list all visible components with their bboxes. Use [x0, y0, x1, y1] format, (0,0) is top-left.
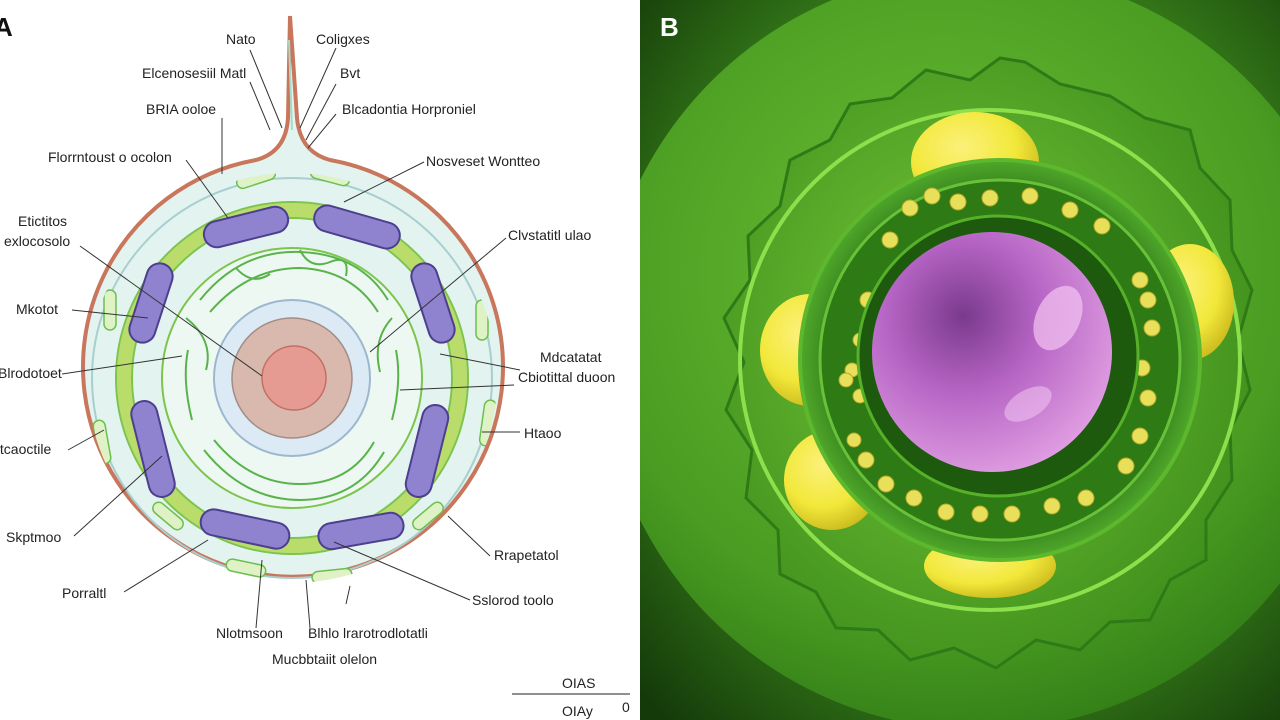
diagram-labels: Nato Coligxes Elcenosesiil Matl Bvt BRIA…: [0, 31, 615, 667]
scale-top-label: OIAS: [562, 675, 595, 691]
panel-letter-b: B: [660, 12, 679, 42]
label-blcadontia: Blcadontia Horproniel: [342, 101, 476, 117]
label-mucbbtaiit: Mucbbtaiit olelon: [272, 651, 377, 667]
label-blrodotoet: Blrodotoet: [0, 365, 62, 381]
label-rrapetatol: Rrapetatol: [494, 547, 559, 563]
cell-render-svg: B: [640, 0, 1280, 720]
label-cbiotittal: Cbiotittal duoon: [518, 369, 615, 385]
label-nato: Nato: [226, 31, 256, 47]
label-htaoo: Htaoo: [524, 425, 562, 441]
inner-membrane-ring: [738, 108, 1242, 612]
panel-letter-a: A: [0, 12, 13, 42]
label-bria: BRIA ooloe: [146, 101, 216, 117]
render-panel-b: B: [640, 0, 1280, 720]
label-mkotot: Mkotot: [16, 301, 58, 317]
label-elcenosesiil: Elcenosesiil Matl: [142, 65, 246, 81]
inner-membrane: [91, 177, 493, 579]
label-itcaoctile: Itcaoctile: [0, 441, 51, 457]
label-bvt: Bvt: [340, 65, 360, 81]
label-clvstatitl: Clvstatitl ulao: [508, 227, 591, 243]
yellow-granules: [838, 187, 1161, 523]
label-nosveset: Nosveset Wontteo: [426, 153, 540, 169]
scale-bar: OIAS OIAy 0: [512, 675, 630, 719]
purple-organelles: [128, 204, 456, 551]
nucleus-highlight: [1033, 285, 1083, 351]
peripheral-organelles: [92, 173, 497, 583]
nucleolus: [261, 345, 327, 411]
diagram-panel-a: A: [0, 12, 630, 719]
nucleus-sphere: [872, 232, 1112, 472]
label-sslorod: Sslorod toolo: [472, 592, 554, 608]
label-skptmoo: Skptmoo: [6, 529, 61, 545]
leader-lines: [61, 47, 521, 629]
label-blhlo: Blhlo lrarotrodlotatli: [308, 625, 428, 641]
er-folds: [184, 249, 400, 502]
tip-inner-line: [288, 39, 293, 131]
label-exlocosolo: exlocosolo: [4, 233, 70, 249]
label-mdcatatat: Mdcatatat: [540, 349, 602, 365]
green-band-ring: [117, 203, 467, 553]
scale-bottom-label: OIAy: [562, 703, 593, 719]
scale-zero-label: 0: [622, 699, 630, 715]
label-porraltl: Porraltl: [62, 585, 106, 601]
cell-diagram-svg: A: [0, 12, 630, 719]
label-etictitos: Etictitos: [18, 213, 67, 229]
label-coligxes: Coligxes: [316, 31, 370, 47]
label-nlotmsoon: Nlotmsoon: [216, 625, 283, 641]
label-florrntoust: Florrntoust o ocolon: [48, 149, 172, 165]
